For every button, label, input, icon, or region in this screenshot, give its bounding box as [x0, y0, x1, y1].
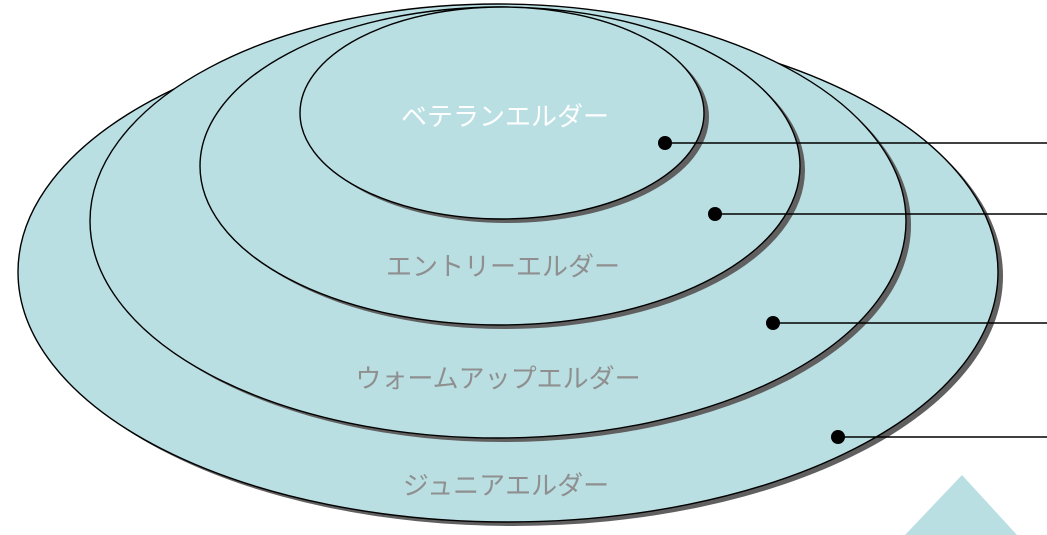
- bullet-dot-icon: [658, 136, 672, 150]
- level-ellipse-veteran: [299, 6, 705, 220]
- bullet-dot-icon: [831, 430, 845, 444]
- level-label-warmup: ウォームアップエルダー: [355, 365, 640, 395]
- leader-warmup: [766, 316, 1047, 330]
- level-label-entry: エントリーエルダー: [386, 253, 620, 283]
- level-label-veteran: ベテランエルダー: [401, 103, 609, 133]
- triangle-up-icon: [905, 475, 1017, 535]
- leader-veteran: [658, 136, 1047, 150]
- bullet-dot-icon: [708, 207, 722, 221]
- leader-junior: [831, 430, 1047, 444]
- leader-entry: [708, 207, 1047, 221]
- bullet-dot-icon: [766, 316, 780, 330]
- level-label-junior: ジュニアエルダー: [403, 472, 609, 502]
